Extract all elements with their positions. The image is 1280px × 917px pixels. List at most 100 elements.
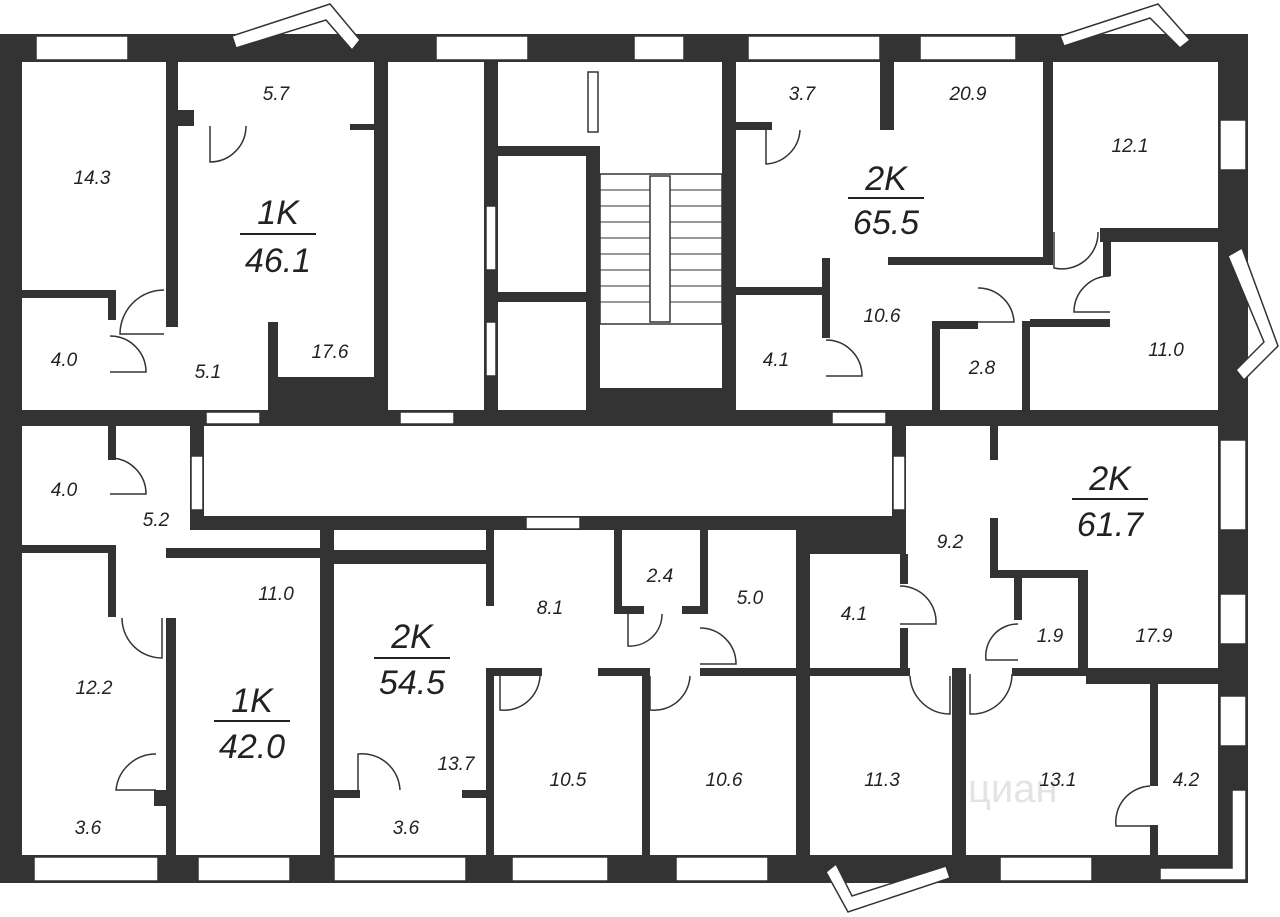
door-swing xyxy=(627,613,663,647)
window xyxy=(1219,593,1247,645)
window xyxy=(197,856,291,882)
wall xyxy=(22,290,116,298)
wall xyxy=(990,518,998,576)
wall xyxy=(900,628,908,676)
room-area-label: 20.9 xyxy=(949,84,987,105)
door-swing xyxy=(1053,231,1099,270)
wall xyxy=(484,292,598,302)
wall xyxy=(810,530,906,554)
corridor-wall-top xyxy=(0,410,1248,426)
window xyxy=(511,856,609,882)
walls xyxy=(0,34,1248,883)
apartment-area: 61.7 xyxy=(1077,506,1144,544)
wall xyxy=(700,668,810,676)
apartment-label-2k-61: 2K 61.7 xyxy=(1072,460,1148,544)
wall xyxy=(268,377,386,410)
room-area-label: 10.6 xyxy=(706,770,743,791)
wall xyxy=(1100,228,1218,242)
bay-window xyxy=(825,862,951,913)
room-area-label: 3.7 xyxy=(789,84,817,105)
room-area-label: 17.6 xyxy=(312,342,349,363)
window xyxy=(485,321,497,377)
wall xyxy=(682,606,708,614)
outer-wall-top xyxy=(0,34,1248,62)
wall xyxy=(166,62,178,327)
apartment-type: 2K xyxy=(864,160,908,198)
wall xyxy=(614,606,644,614)
door-swing xyxy=(1115,785,1151,827)
room-labels: 14.3 5.7 17.6 5.1 4.0 3.7 20.9 12.1 10.6… xyxy=(51,84,1200,839)
apartment-label-1k-46: 1K 46.1 xyxy=(240,194,316,280)
window xyxy=(587,71,599,133)
wall xyxy=(932,321,940,410)
wall xyxy=(154,790,176,806)
wall xyxy=(598,668,644,676)
room-area-label: 4.2 xyxy=(1173,770,1200,791)
window xyxy=(399,411,455,425)
door-swing xyxy=(899,585,937,625)
room-area-label: 11.3 xyxy=(864,770,900,791)
wall xyxy=(722,62,736,410)
window xyxy=(485,205,497,271)
wall xyxy=(268,322,278,410)
door-swing xyxy=(209,125,247,163)
wall xyxy=(374,62,388,410)
window xyxy=(831,411,887,425)
wall xyxy=(1022,321,1030,410)
room-area-label: 4.1 xyxy=(841,604,867,625)
room-area-label: 13.1 xyxy=(1040,770,1077,791)
wall xyxy=(484,146,598,156)
wall xyxy=(642,668,650,855)
wall xyxy=(178,110,194,126)
window xyxy=(190,455,204,511)
wall xyxy=(462,790,492,798)
wall xyxy=(990,426,998,460)
wall xyxy=(1014,570,1022,620)
wall xyxy=(486,668,494,855)
apartment-type: 2K xyxy=(390,618,434,656)
apartment-type: 2K xyxy=(1088,460,1132,498)
wall xyxy=(880,62,894,130)
window xyxy=(675,856,769,882)
staircase xyxy=(599,173,723,325)
door-swing xyxy=(109,335,147,373)
room-area-label: 3.6 xyxy=(75,818,102,839)
door-swing xyxy=(977,287,1015,323)
wall xyxy=(108,290,116,320)
room-area-label: 14.3 xyxy=(74,168,111,189)
wall xyxy=(166,548,320,558)
wall xyxy=(700,530,708,614)
wall xyxy=(1103,228,1111,276)
window xyxy=(919,35,1017,61)
bay-window xyxy=(1059,3,1192,50)
wall xyxy=(334,790,360,798)
window xyxy=(1219,695,1247,747)
wall xyxy=(320,530,334,855)
apartment-label-1k-42: 1K 42.0 xyxy=(214,682,290,766)
window xyxy=(35,35,129,61)
room-area-label: 4.0 xyxy=(51,480,78,501)
apartment-label-2k-54: 2K 54.5 xyxy=(374,618,450,702)
door-swing xyxy=(699,627,737,665)
bay-window xyxy=(1227,246,1279,382)
window xyxy=(205,411,261,425)
window xyxy=(892,455,906,511)
wall xyxy=(486,668,542,676)
wall xyxy=(952,668,966,855)
door-swing xyxy=(969,673,1013,715)
wall xyxy=(1086,668,1218,684)
door-swing xyxy=(909,675,951,715)
window xyxy=(1219,439,1247,531)
wall xyxy=(614,530,622,606)
room-area-label: 12.2 xyxy=(76,678,113,699)
wall xyxy=(586,146,600,410)
room-area-label: 2.4 xyxy=(646,566,673,587)
room-area-label: 11.0 xyxy=(1148,340,1184,361)
room-area-label: 5.7 xyxy=(263,84,291,105)
wall xyxy=(486,530,494,606)
watermark: циан xyxy=(968,767,1058,811)
room-area-label: 1.9 xyxy=(1037,626,1064,647)
room-area-label: 5.0 xyxy=(737,588,764,609)
room-area-label: 10.6 xyxy=(864,306,901,327)
wall xyxy=(810,668,910,676)
